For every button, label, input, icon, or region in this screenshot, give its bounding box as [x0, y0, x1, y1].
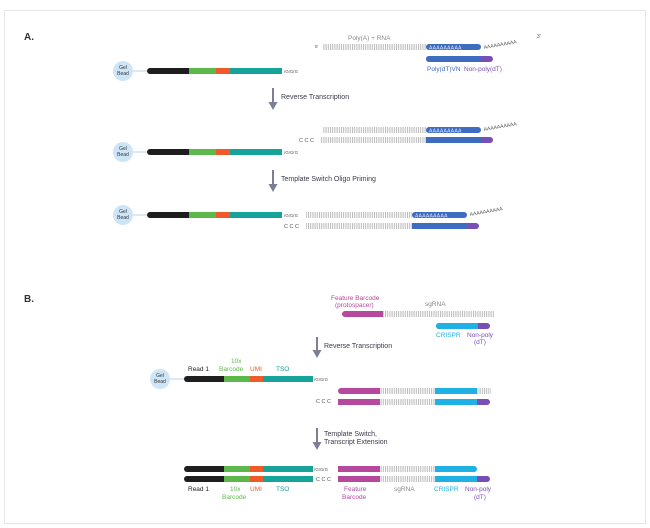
umi-label-bottom: UMI [250, 486, 262, 493]
ccc-label-b1: C C C [316, 399, 331, 405]
bead-label-2: Bead [117, 215, 129, 221]
polydt-segment-3 [412, 223, 467, 229]
polya-inner-text: AAAAAAAAA [429, 46, 462, 52]
tenx-label-bottom-2: Barcode [222, 494, 247, 501]
gel-bead-a2: Gel Bead [113, 142, 148, 162]
sgrna-cdna-2 [380, 399, 435, 405]
ccc-label-b2: C C C [316, 477, 331, 483]
polya-tail-2: AAAAAAAAAA [483, 121, 518, 133]
nonpoly-label-bottom-2: (dT) [474, 494, 486, 501]
polydt-label: Poly(dT)VN [427, 66, 461, 73]
polydt-segment [426, 56, 481, 62]
barcode-segment [189, 68, 216, 74]
step-reverse-transcription-a: Reverse Transcription [281, 94, 349, 101]
ccc-label-a2: C C C [299, 138, 314, 144]
polya-segment-2 [426, 127, 481, 133]
bead-label-2: Bead [154, 379, 166, 385]
ccc-label-a3: C C C [284, 224, 299, 230]
nonpoly-label-top-2: (dT) [474, 339, 486, 346]
polya-inner-text-2: AAAAAAAAA [429, 129, 462, 135]
cdna-strand [320, 137, 426, 143]
polya-tail: AAAAAAAAAA [483, 39, 518, 51]
cdna-strand-3 [306, 223, 412, 229]
panel-b-label: B. [24, 294, 34, 305]
rna-strand-3 [306, 212, 412, 218]
gel-bead-a1: Gel Bead [113, 61, 148, 81]
feature-barcode-label-1: Feature Barcode [331, 295, 380, 302]
sgrna-label-bottom: sgRNA [394, 486, 415, 493]
step-template-switch-2: Transcript Extension [324, 439, 388, 446]
feature-barcode-cdna-2 [338, 399, 380, 405]
tso-label: TSO [276, 366, 289, 373]
rgrgrg-label: rGrGrG [284, 150, 298, 155]
bead-label-1: Gel [119, 209, 127, 215]
polya-segment [426, 44, 481, 50]
feature-label-bottom-2: Barcode [342, 494, 367, 501]
tso-segment [230, 68, 282, 74]
nonpolydt-label: Non-poly(dT) [464, 66, 502, 73]
bead-label-1: Gel [156, 373, 164, 379]
umi-segment [216, 68, 230, 74]
tenx-label-2: Barcode [219, 366, 244, 373]
read1-label-bottom: Read 1 [188, 486, 209, 493]
step-tso-priming: Template Switch Oligo Priming [281, 176, 376, 183]
sgrna-label-top: sgRNA [425, 301, 446, 308]
step-reverse-transcription-b: Reverse Transcription [324, 343, 392, 350]
panel-a-label: A. [24, 32, 34, 43]
crispr-segment-2 [435, 388, 477, 394]
gel-bead-a3: Gel Bead [113, 205, 148, 225]
rna-strand [323, 44, 426, 50]
polydt-segment-2 [426, 137, 481, 143]
arrow-down-icon [312, 428, 322, 450]
five-prime-label: 5' [315, 44, 319, 49]
sgrna-tail-2 [477, 388, 491, 394]
umi-label: UMI [250, 366, 262, 373]
crispr-cdna-2 [435, 399, 477, 405]
feature-barcode-fill-2 [342, 388, 380, 394]
oligo-a3: rGrGrG [147, 212, 298, 218]
feature-barcode-fill [346, 311, 383, 317]
nonpoly-label-bottom-1: Non-poly [465, 486, 492, 493]
arrow-down-icon [268, 170, 278, 192]
gel-bead-b1: Gel Bead [150, 369, 185, 389]
rna-label: Poly(A) + RNA [348, 35, 391, 42]
final-strand-bottom: C C C [184, 476, 490, 483]
nonpoly-label-top-1: Non-poly [467, 332, 494, 339]
three-prime-label: 3' [537, 34, 541, 40]
final-strand-top: rGrGrG [184, 466, 477, 472]
read1-label: Read 1 [188, 366, 209, 373]
polya-tail-3: AAAAAAAAAA [469, 206, 504, 218]
crispr-primer-fill [440, 323, 478, 329]
feature-barcode-label-2: (protospacer) [335, 302, 374, 309]
polya-segment-3 [412, 212, 467, 218]
step-template-switch-1: Template Switch, [324, 431, 377, 438]
arrow-down-icon [268, 88, 278, 110]
rgrgrg-label: rGrGrG [314, 467, 328, 472]
feature-label-bottom-1: Feature [344, 486, 367, 493]
tenx-label-bottom-1: 10x [230, 486, 241, 493]
arrow-down-icon [312, 337, 322, 358]
oligo-b1: rGrGrG [184, 376, 328, 382]
rgrgrg-label: rGrGrG [284, 213, 298, 218]
figure-frame [4, 10, 646, 524]
bead-label-1: Gel [119, 146, 127, 152]
bead-label-2: Bead [117, 71, 129, 77]
sgrna-strand [383, 311, 495, 317]
rgrgrg-label: rGrGrG [284, 69, 298, 74]
crispr-label-top: CRISPR [436, 332, 461, 339]
crispr-label-bottom: CRISPR [434, 486, 459, 493]
rgrgrg-label: rGrGrG [314, 377, 328, 382]
polya-inner-text-3: AAAAAAAAA [415, 214, 448, 220]
oligo-a2: rGrGrG [147, 149, 298, 155]
bead-label-1: Gel [119, 65, 127, 71]
bead-label-2: Bead [117, 152, 129, 158]
sgrna-strand-2 [380, 388, 435, 394]
tso-label-bottom: TSO [276, 486, 289, 493]
oligo-a1: rGrGrG [147, 68, 298, 74]
rna-strand-2 [323, 127, 426, 133]
tenx-label-1: 10x [231, 358, 242, 365]
